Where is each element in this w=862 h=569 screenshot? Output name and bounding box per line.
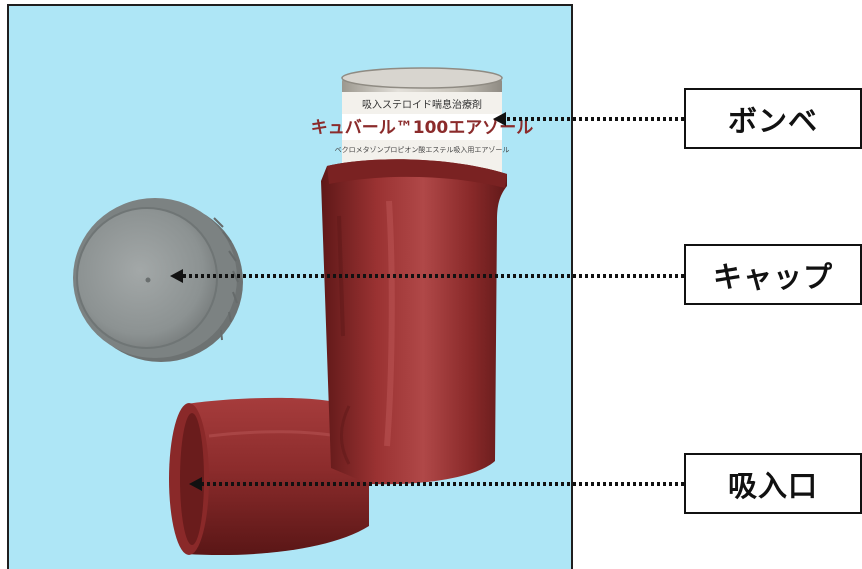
arrow-mouthpiece: [189, 477, 684, 491]
label-mouthpiece: 吸入口: [684, 453, 862, 514]
label-canister: ボンベ: [684, 88, 862, 149]
actuator-body: [321, 159, 507, 485]
inhaler-photo: 吸入ステロイド喘息治療剤 キュバール™100エアゾール ベクロメタゾンプロピオン…: [73, 67, 534, 556]
cap-part: [73, 198, 243, 362]
arrow-left-icon: [170, 269, 183, 283]
arrow-left-icon: [189, 477, 202, 491]
inhaler-photo-panel: 吸入ステロイド喘息治療剤 キュバール™100エアゾール ベクロメタゾンプロピオン…: [7, 4, 573, 569]
canister-label-line3: ベクロメタゾンプロピオン酸エステル吸入用エアゾール: [335, 145, 510, 154]
arrow-left-icon: [493, 112, 506, 126]
mouthpiece-part: [169, 397, 369, 556]
canister-label-line1: 吸入ステロイド喘息治療剤: [362, 98, 482, 111]
label-cap: キャップ: [684, 244, 862, 305]
arrow-canister: [493, 112, 684, 126]
canister-label-brand: キュバール™100エアゾール: [311, 118, 534, 138]
arrow-cap: [170, 269, 684, 283]
